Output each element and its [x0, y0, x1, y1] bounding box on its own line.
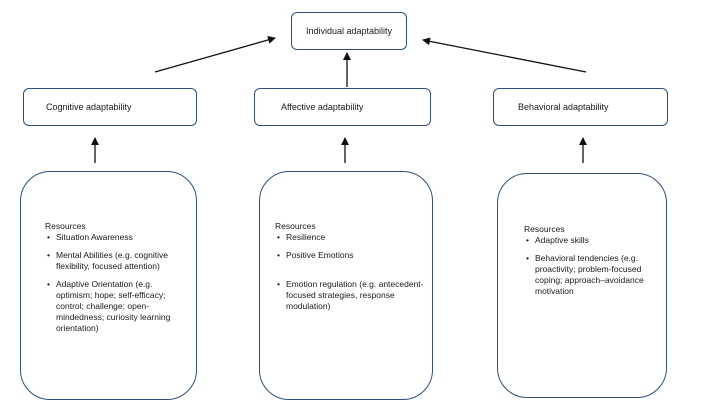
individual-adaptability-label: Individual adaptability	[305, 26, 393, 36]
behavioral-adaptability-label: Behavioral adaptability	[518, 102, 609, 112]
behavioral-resources-box: Resources Adaptive skills Behavioral ten…	[497, 173, 667, 398]
individual-adaptability-box: Individual adaptability	[291, 12, 407, 50]
affective-adaptability-label: Affective adaptability	[281, 102, 364, 112]
behavioral-resources-list: Adaptive skills Behavioral tendencies (e…	[524, 235, 662, 297]
cognitive-resources-box: Resources Situation Awareness Mental Abi…	[20, 171, 197, 400]
arrow-behavioral-to-individual	[422, 37, 587, 73]
cognitive-resources-list: Situation Awareness Mental Abilities (e.…	[45, 232, 190, 334]
list-item: Adaptive skills	[524, 235, 662, 246]
list-item: Situation Awareness	[45, 232, 190, 243]
list-item: Resilience	[275, 232, 426, 243]
list-item: Behavioral tendencies (e.g. proactivity;…	[524, 253, 662, 297]
affective-resources-box: Resources Resilience Positive Emotions E…	[259, 171, 433, 400]
list-item: Adaptive Orientation (e.g. optimism; hop…	[45, 279, 190, 334]
list-item: Emotion regulation (e.g. antecedent-focu…	[275, 279, 426, 312]
behavioral-adaptability-box: Behavioral adaptability	[493, 88, 668, 126]
arrow-cognitive-to-individual	[154, 36, 276, 73]
affective-resources-list: Resilience Positive Emotions Emotion reg…	[275, 232, 426, 312]
affective-resources-title: Resources	[275, 221, 316, 231]
affective-adaptability-box: Affective adaptability	[254, 88, 431, 126]
cognitive-adaptability-box: Cognitive adaptability	[23, 88, 197, 126]
cognitive-adaptability-label: Cognitive adaptability	[46, 102, 132, 112]
behavioral-resources-title: Resources	[524, 224, 565, 234]
list-item: Mental Abilities (e.g. cognitive flexibi…	[45, 250, 190, 272]
cognitive-resources-title: Resources	[45, 221, 86, 231]
list-item: Positive Emotions	[275, 250, 426, 261]
